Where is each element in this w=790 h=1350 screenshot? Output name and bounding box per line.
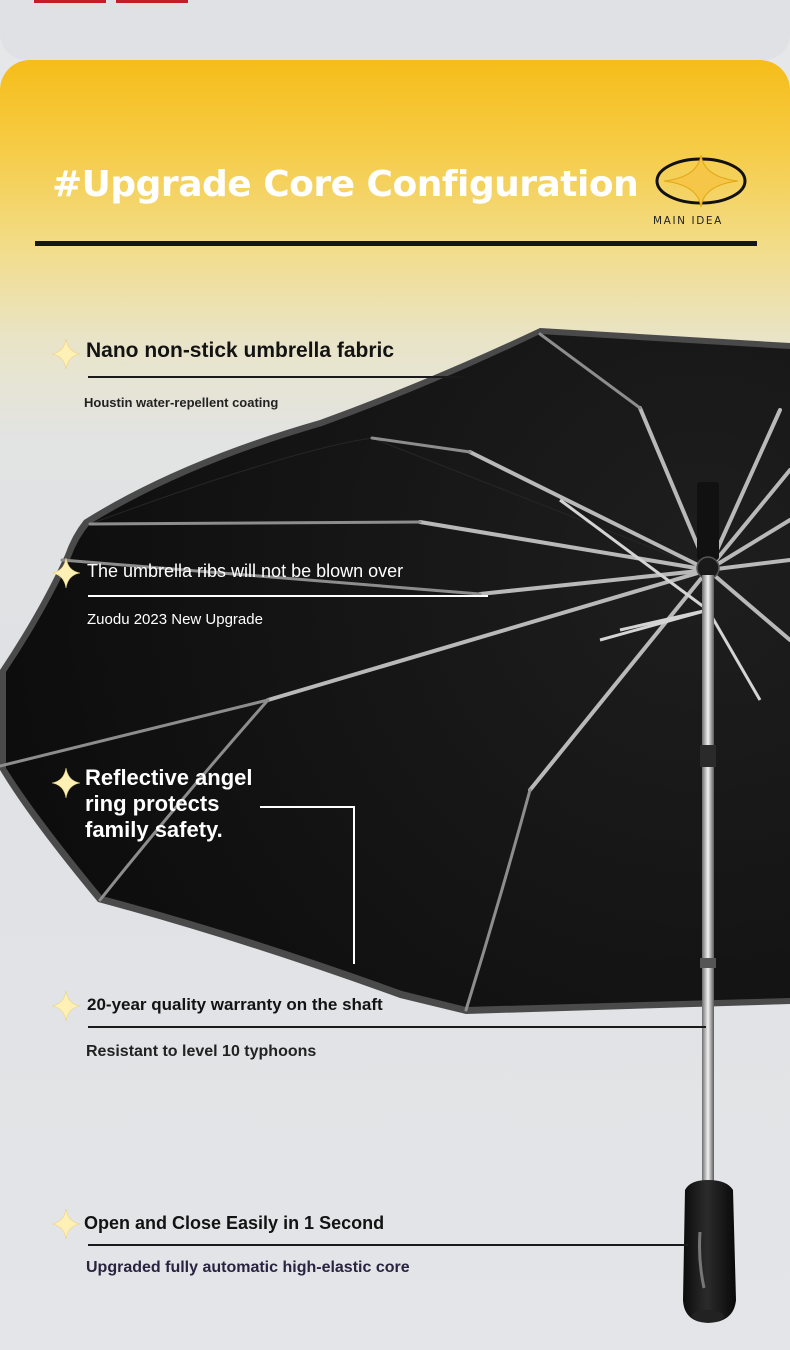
- feature-title-shaft: 20-year quality warranty on the shaft: [87, 995, 383, 1014]
- feature-rule-ribs: [88, 595, 488, 597]
- title-rule: [35, 241, 757, 246]
- feature-title-ribs: The umbrella ribs will not be blown over: [87, 561, 404, 581]
- feature-subtitle-shaft: Resistant to level 10 typhoons: [86, 1043, 317, 1060]
- umbrella-handle: [683, 1180, 736, 1323]
- red-tab: [34, 0, 106, 3]
- feature-rule-reflective: [260, 806, 355, 808]
- umbrella-hub: [697, 482, 719, 560]
- logo-label: MAIN IDEA: [653, 215, 723, 227]
- canopy: [6, 334, 790, 1007]
- red-tab: [116, 0, 188, 3]
- feature-rule-shaft: [88, 1026, 706, 1028]
- feature-subtitle-fabric: Houstin water-repellent coating: [84, 395, 279, 410]
- sparkle-icon: [52, 991, 80, 1021]
- feature-rule-fabric: [88, 376, 464, 378]
- feature-card: #Upgrade Core Configuration MAIN IDEA Na…: [0, 60, 790, 1350]
- feature-rule-open-close: [88, 1244, 688, 1246]
- feature-rule-reflective-vertical: [353, 806, 355, 964]
- feature-title-reflective-line2: ring protects: [85, 791, 220, 816]
- page-title: #Upgrade Core Configuration: [52, 164, 639, 205]
- umbrella-illustration: [0, 328, 790, 1323]
- feature-subtitle-open-close: Upgraded fully automatic high-elastic co…: [86, 1259, 410, 1276]
- top-strip: [0, 0, 790, 60]
- sparkle-icon: [52, 339, 80, 369]
- feature-title-fabric: Nano non-stick umbrella fabric: [86, 339, 395, 362]
- sparkle-icon: [52, 558, 80, 588]
- feature-title-open-close: Open and Close Easily in 1 Second: [84, 1213, 385, 1233]
- umbrella-shaft: [702, 575, 714, 1195]
- sparkle-icon: [52, 1209, 80, 1239]
- sparkle-icon: [52, 768, 80, 798]
- feature-subtitle-ribs: Zuodu 2023 New Upgrade: [87, 611, 263, 628]
- feature-title-reflective-line1: Reflective angel: [85, 765, 253, 790]
- main-idea-logo: [655, 155, 747, 208]
- feature-title-reflective-line3: family safety.: [85, 817, 223, 842]
- umbrella-ribs: [266, 406, 790, 792]
